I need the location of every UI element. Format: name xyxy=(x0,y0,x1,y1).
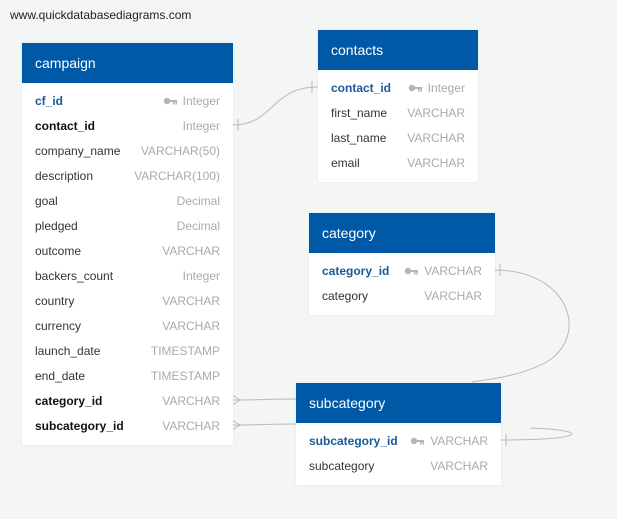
column-type: VARCHAR xyxy=(162,294,220,308)
table-title[interactable]: campaign xyxy=(22,43,233,83)
table-columns: contact_id Integer first_name VARCHAR la… xyxy=(318,70,478,182)
column-name: country xyxy=(35,294,75,308)
column-row[interactable]: pledged Decimal xyxy=(22,214,233,239)
table-category[interactable]: category category_id VARCHAR category VA… xyxy=(309,213,495,315)
column-row[interactable]: contact_id Integer xyxy=(318,76,478,101)
key-icon xyxy=(411,437,425,445)
column-name: company_name xyxy=(35,144,121,158)
column-row[interactable]: country VARCHAR xyxy=(22,289,233,314)
column-name: end_date xyxy=(35,369,86,383)
column-name: category xyxy=(322,289,369,303)
column-type: Integer xyxy=(182,269,220,283)
column-name: category_id xyxy=(322,264,390,278)
column-row[interactable]: category_id VARCHAR xyxy=(22,389,233,414)
column-name: cf_id xyxy=(35,94,64,108)
table-contacts[interactable]: contacts contact_id Integer first_name V… xyxy=(318,30,478,182)
column-name: goal xyxy=(35,194,58,208)
column-type: TIMESTAMP xyxy=(150,344,220,358)
column-type: VARCHAR xyxy=(430,459,488,473)
column-row[interactable]: last_name VARCHAR xyxy=(318,126,478,151)
column-row[interactable]: category VARCHAR xyxy=(309,284,495,309)
column-type: VARCHAR(100) xyxy=(134,169,220,183)
watermark: www.quickdatabasediagrams.com xyxy=(10,8,192,22)
column-row[interactable]: subcategory_id VARCHAR xyxy=(22,414,233,439)
table-title[interactable]: contacts xyxy=(318,30,478,70)
table-columns: cf_id Integer contact_id Integer company… xyxy=(22,83,233,445)
column-row[interactable]: end_date TIMESTAMP xyxy=(22,364,233,389)
column-row[interactable]: category_id VARCHAR xyxy=(309,259,495,284)
column-type: VARCHAR xyxy=(162,394,220,408)
column-name: contact_id xyxy=(331,81,392,95)
column-row[interactable]: description VARCHAR(100) xyxy=(22,164,233,189)
column-name: currency xyxy=(35,319,82,333)
column-type: VARCHAR xyxy=(162,319,220,333)
column-row[interactable]: backers_count Integer xyxy=(22,264,233,289)
column-name: description xyxy=(35,169,94,183)
column-name: backers_count xyxy=(35,269,114,283)
link-category-id xyxy=(231,398,299,401)
column-type: VARCHAR xyxy=(162,244,220,258)
column-row[interactable]: company_name VARCHAR(50) xyxy=(22,139,233,164)
column-name: subcategory xyxy=(309,459,375,473)
link-contact-id xyxy=(231,86,319,126)
column-type: VARCHAR xyxy=(410,429,488,454)
column-type: Decimal xyxy=(176,194,220,208)
column-type: VARCHAR xyxy=(407,156,465,170)
column-type: VARCHAR xyxy=(162,419,220,433)
column-name: subcategory_id xyxy=(35,419,124,433)
column-name: subcategory_id xyxy=(309,434,398,448)
column-name: outcome xyxy=(35,244,82,258)
key-icon xyxy=(408,84,422,92)
column-row[interactable]: cf_id Integer xyxy=(22,89,233,114)
link-category-id-b xyxy=(471,269,570,383)
column-row[interactable]: goal Decimal xyxy=(22,189,233,214)
column-name: category_id xyxy=(35,394,103,408)
crowfoot-category xyxy=(231,394,241,406)
table-subcategory[interactable]: subcategory subcategory_id VARCHAR subca… xyxy=(296,383,501,485)
table-title[interactable]: subcategory xyxy=(296,383,501,423)
column-row[interactable]: first_name VARCHAR xyxy=(318,101,478,126)
column-row[interactable]: subcategory VARCHAR xyxy=(296,454,501,479)
key-icon xyxy=(163,97,177,105)
column-type: Integer xyxy=(408,76,465,101)
column-row[interactable]: outcome VARCHAR xyxy=(22,239,233,264)
table-campaign[interactable]: campaign cf_id Integer contact_id Intege… xyxy=(22,43,233,445)
key-icon xyxy=(405,267,419,275)
table-columns: category_id VARCHAR category VARCHAR xyxy=(309,253,495,315)
link-subcategory-id xyxy=(231,423,299,426)
column-type: VARCHAR xyxy=(407,131,465,145)
column-type: VARCHAR xyxy=(404,259,482,284)
column-row[interactable]: launch_date TIMESTAMP xyxy=(22,339,233,364)
link-subcategory-self xyxy=(499,427,573,441)
column-name: pledged xyxy=(35,219,78,233)
column-row[interactable]: currency VARCHAR xyxy=(22,314,233,339)
column-type: TIMESTAMP xyxy=(150,369,220,383)
table-columns: subcategory_id VARCHAR subcategory VARCH… xyxy=(296,423,501,485)
column-type: VARCHAR(50) xyxy=(140,144,220,158)
column-type: Integer xyxy=(182,119,220,133)
column-name: email xyxy=(331,156,360,170)
column-name: contact_id xyxy=(35,119,96,133)
column-name: launch_date xyxy=(35,344,101,358)
column-type: VARCHAR xyxy=(424,289,482,303)
column-type: Decimal xyxy=(176,219,220,233)
table-title[interactable]: category xyxy=(309,213,495,253)
column-name: first_name xyxy=(331,106,388,120)
column-row[interactable]: contact_id Integer xyxy=(22,114,233,139)
column-type: VARCHAR xyxy=(407,106,465,120)
column-row[interactable]: subcategory_id VARCHAR xyxy=(296,429,501,454)
column-name: last_name xyxy=(331,131,387,145)
column-row[interactable]: email VARCHAR xyxy=(318,151,478,176)
column-type: Integer xyxy=(163,89,220,114)
crowfoot-subcategory xyxy=(231,419,241,431)
